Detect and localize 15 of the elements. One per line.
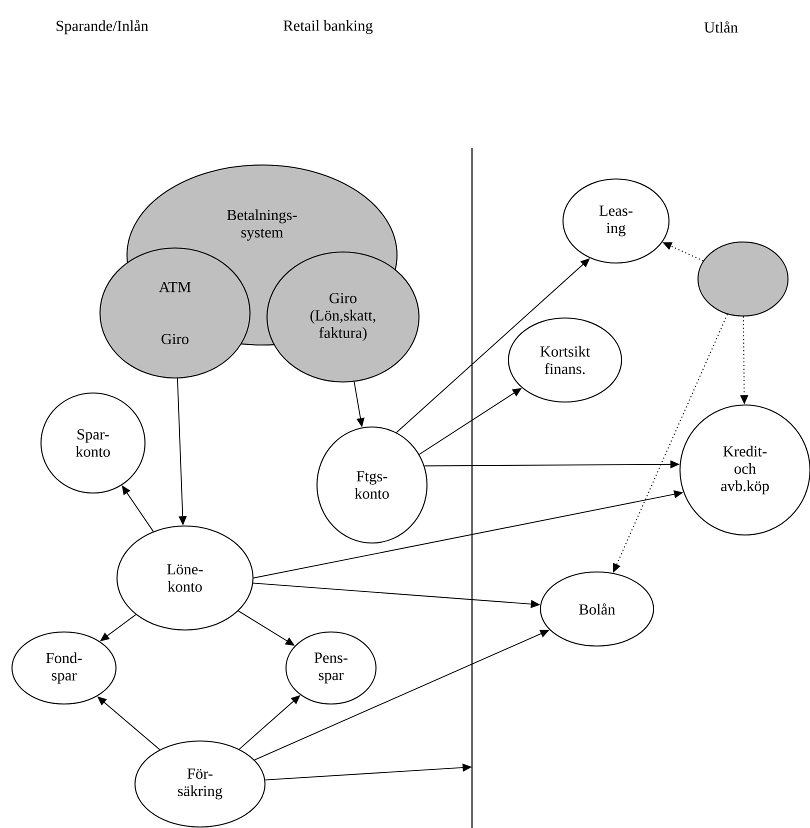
oval: Ftgs- konto — [316, 426, 428, 544]
oval: För- säkring — [134, 740, 266, 828]
oval: Spar- konto — [40, 392, 146, 494]
oval: Leas- ing — [562, 178, 670, 264]
column-heading: Retail banking — [284, 20, 373, 34]
oval: Bolån — [540, 571, 654, 647]
oval: ATM Giro — [99, 247, 251, 379]
column-heading: Utlån — [704, 21, 738, 33]
oval: Löne- konto — [116, 525, 254, 631]
oval: Kortsikt finans. — [508, 317, 622, 403]
oval: Giro (Lön,skatt, faktura) — [266, 251, 420, 383]
oval: Fond- spar — [11, 631, 117, 705]
oval: Pens- spar — [285, 631, 377, 705]
column-heading: Sparande/Inlån — [56, 20, 148, 34]
oval — [697, 241, 789, 317]
